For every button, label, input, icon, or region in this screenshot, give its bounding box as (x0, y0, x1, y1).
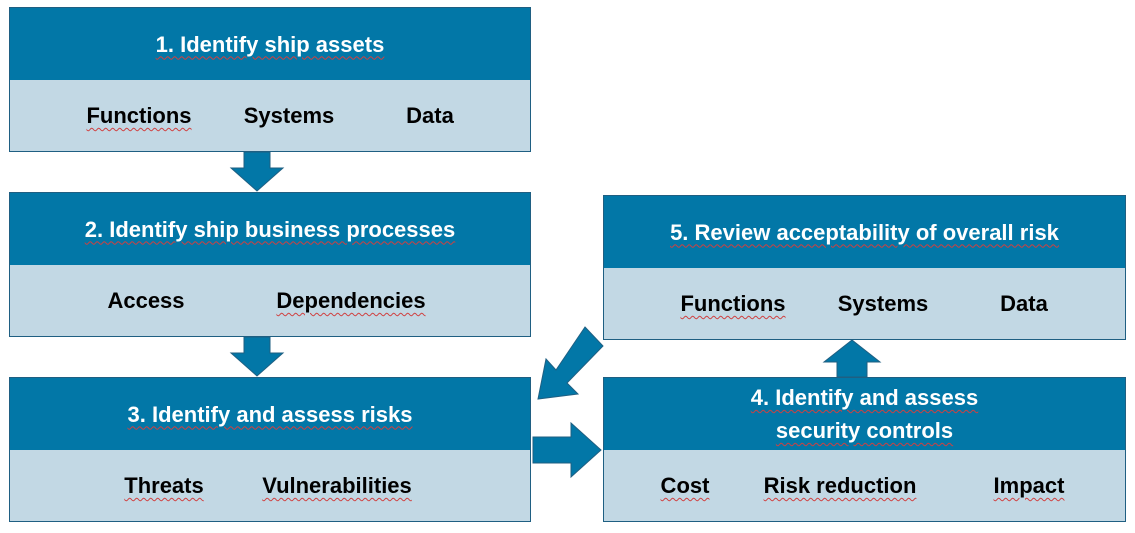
step-5-items: Functions Systems Data (604, 268, 1125, 339)
step-2-box: 2. Identify ship business processes Acce… (9, 192, 531, 337)
step-3-title: 3. Identify and assess risks (127, 401, 413, 427)
step-4-item-risk-reduction: Risk reduction (763, 473, 917, 498)
step-5-box: 5. Review acceptability of overall risk … (603, 195, 1126, 340)
step-1-item-data: Data (406, 103, 454, 128)
step-4-title-line1: 4. Identify and assess (750, 385, 979, 410)
step-3-item-vulnerabilities: Vulnerabilities (262, 473, 412, 498)
step-2-item-access: Access (107, 288, 185, 313)
step-4-header: 4. Identify and assess security controls (604, 378, 1125, 451)
arrow-5-to-3 (537, 326, 604, 400)
step-1-box: 1. Identify ship assets Functions System… (9, 7, 531, 152)
step-5-item-data: Data (1000, 291, 1048, 316)
arrow-4-to-5 (822, 339, 882, 378)
step-2-items: Access Dependencies (10, 265, 530, 336)
step-1-item-functions: Functions (86, 103, 192, 128)
step-4-items: Cost Risk reduction Impact (604, 450, 1125, 521)
step-1-item-systems: Systems (243, 103, 335, 128)
step-3-items: Threats Vulnerabilities (10, 450, 530, 521)
step-3-header: 3. Identify and assess risks (10, 378, 530, 451)
step-3-box: 3. Identify and assess risks Threats Vul… (9, 377, 531, 522)
arrow-2-to-3 (229, 336, 285, 377)
step-1-header: 1. Identify ship assets (10, 8, 530, 81)
step-3-item-threats: Threats (124, 473, 204, 498)
arrow-3-to-4 (532, 421, 602, 479)
step-4-title-line2: security controls (775, 418, 954, 443)
step-5-title: 5. Review acceptability of overall risk (670, 219, 1059, 245)
step-4-box: 4. Identify and assess security controls… (603, 377, 1126, 522)
step-4-item-cost: Cost (660, 473, 710, 498)
step-5-item-functions: Functions (680, 291, 786, 316)
step-2-title: 2. Identify ship business processes (84, 216, 456, 242)
step-4-item-impact: Impact (993, 473, 1065, 498)
step-2-item-dependencies: Dependencies (276, 288, 426, 313)
step-1-title: 1. Identify ship assets (155, 31, 385, 57)
arrow-1-to-2 (229, 151, 285, 192)
step-2-header: 2. Identify ship business processes (10, 193, 530, 266)
step-1-items: Functions Systems Data (10, 80, 530, 151)
step-5-item-systems: Systems (837, 291, 929, 316)
step-5-header: 5. Review acceptability of overall risk (604, 196, 1125, 269)
